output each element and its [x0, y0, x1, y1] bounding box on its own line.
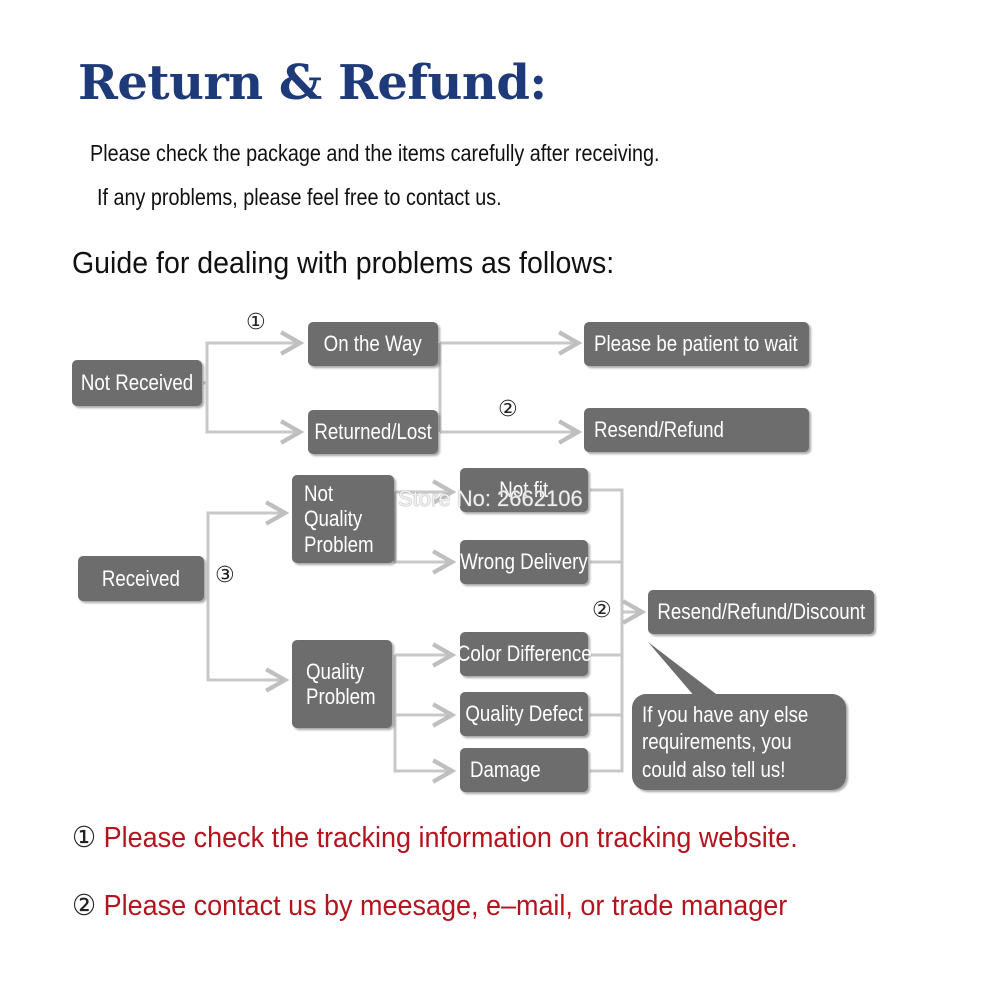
- box-wrong-delivery-label: Wrong Delivery: [460, 549, 588, 575]
- connector-not-quality-wrong: [393, 492, 457, 575]
- connector-merge: [590, 488, 624, 773]
- box-on-the-way: On the Way: [308, 322, 438, 366]
- box-not-quality-problem-label: Not Quality Problem: [304, 481, 374, 557]
- connector-quality-damage: [393, 715, 457, 784]
- box-not-quality-problem: Not Quality Problem: [292, 475, 394, 563]
- step-marker-1: ①: [246, 310, 266, 335]
- box-received-label: Received: [102, 565, 180, 591]
- box-wrong-delivery: Wrong Delivery: [460, 540, 588, 584]
- step-marker-2-bottom: ②: [592, 598, 612, 623]
- step-marker-2-top: ②: [498, 397, 518, 422]
- note-2-text: Please contact us by meesage, e–mail, or…: [103, 890, 788, 922]
- box-please-wait: Please be patient to wait: [584, 322, 809, 366]
- box-please-wait-label: Please be patient to wait: [594, 331, 798, 357]
- box-resend-refund-label: Resend/Refund: [594, 417, 724, 443]
- note-1-marker: ①: [72, 820, 97, 854]
- box-not-fit: Not fit: [460, 468, 588, 512]
- note-2: ② Please contact us by meesage, e–mail, …: [72, 888, 787, 923]
- note-2-marker: ②: [72, 888, 97, 922]
- connector-received-quality: [206, 578, 290, 693]
- box-damage: Damage: [460, 748, 588, 792]
- box-color-difference: Color Difference: [457, 632, 591, 676]
- store-watermark: Store No: 2662106: [398, 486, 583, 511]
- connector-received: [206, 500, 290, 578]
- box-not-received: Not Received: [72, 360, 202, 406]
- box-quality-defect-label: Quality Defect: [465, 701, 583, 727]
- note-1: ① Please check the tracking information …: [72, 820, 798, 855]
- intro-line-2: If any problems, please feel free to con…: [97, 184, 502, 210]
- box-not-fit-label: Not fit: [499, 477, 549, 503]
- connector-quality-defect: [393, 655, 457, 728]
- box-resend-refund: Resend/Refund: [584, 408, 809, 452]
- bubble-else-requirements: If you have any else requirements, you c…: [632, 694, 846, 790]
- box-resend-refund-discount-label: Resend/Refund/Discount: [657, 599, 865, 625]
- box-damage-label: Damage: [470, 757, 541, 783]
- bubble-else-requirements-label: If you have any else requirements, you c…: [642, 701, 809, 782]
- box-returned-lost-label: Returned/Lost: [314, 419, 432, 445]
- intro-line-1: Please check the package and the items c…: [90, 140, 660, 166]
- connector-not-received-lost: [205, 383, 305, 445]
- connector-not-received: [203, 330, 305, 385]
- box-quality-defect: Quality Defect: [460, 692, 588, 736]
- box-resend-refund-discount: Resend/Refund/Discount: [648, 590, 874, 634]
- guide-heading: Guide for dealing with problems as follo…: [72, 245, 615, 280]
- box-on-the-way-label: On the Way: [323, 331, 423, 357]
- box-quality-problem: Quality Problem: [292, 640, 392, 728]
- page-title: Return & Refund:: [78, 55, 547, 111]
- box-not-received-label: Not Received: [80, 370, 194, 396]
- bubble-tail: [648, 642, 720, 697]
- step-marker-3: ③: [215, 563, 235, 588]
- box-color-difference-label: Color Difference: [456, 641, 592, 667]
- note-1-text: Please check the tracking information on…: [103, 822, 798, 854]
- box-quality-problem-label: Quality Problem: [306, 658, 376, 709]
- box-received: Received: [78, 556, 204, 601]
- box-returned-lost: Returned/Lost: [308, 410, 438, 454]
